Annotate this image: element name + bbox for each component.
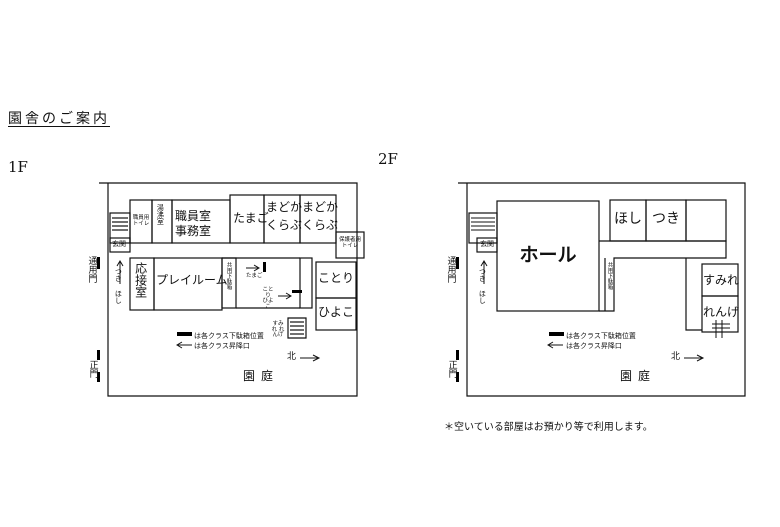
room-sumire: すみれ: [703, 273, 740, 287]
legend-entrance-text-1f: は各クラス昇降口: [194, 342, 250, 350]
legend-shoe-position-1f: は各クラス下駄箱位置: [194, 331, 264, 341]
room-kotori: ことり: [318, 271, 355, 285]
genkan-2f: 玄関: [480, 240, 494, 248]
room-staff-office: 職員室: [175, 209, 212, 223]
room-playroom: プレイルーム: [156, 273, 228, 287]
sumire-renge-entry-label: すみれ れんげ: [271, 321, 285, 338]
shared-shoe-rack-2f: 共用下駄箱: [606, 262, 613, 290]
north-label-1f: 北: [287, 352, 297, 362]
shared-shoe-rack-1f: 共用下駄箱: [225, 262, 232, 290]
side-gate-2f: 通用門: [445, 256, 456, 283]
legend-shoe-text-2f: は各クラス下駄箱位置: [566, 332, 636, 340]
legend-entrance-2f: は各クラス昇降口: [566, 341, 622, 351]
room-hall: ホール: [519, 244, 577, 266]
legend-entrance-1f: は各クラス昇降口: [194, 341, 250, 351]
room-madoka-2: まどか: [302, 200, 339, 214]
room-tsuki: つき: [652, 211, 680, 227]
room-staff-toilet: 職員用トイレ: [132, 215, 150, 227]
room-reception: 応接室: [133, 262, 148, 298]
room-tamago: たまご: [233, 211, 269, 225]
tsuki-hoshi-2f: つき ほし: [478, 268, 487, 304]
room-parent-toilet: 保護者用トイレ: [338, 237, 361, 249]
legend-shoe-position-2f: は各クラス下駄箱位置: [566, 331, 636, 341]
floor-2-walls: [458, 182, 746, 397]
room-madoka-1: まどか: [266, 200, 303, 214]
room-yuwakashi: 湯沸室: [156, 204, 165, 225]
stairs-2f: [471, 217, 730, 338]
room-kurabu-2: くらぶ: [302, 218, 339, 232]
stairs-1f-right: [290, 321, 304, 335]
floor-1-walls: [99, 182, 365, 397]
floor-2-label: 2F: [378, 150, 398, 168]
garden-label-1f: 園庭: [243, 369, 280, 383]
tsuki-hoshi-1f: つき ほし: [114, 268, 123, 304]
floor-1-arrows: [116, 260, 321, 362]
tamago-entry-label: たまご: [246, 273, 263, 279]
legend-shoe-text-1f: は各クラス下駄箱位置: [194, 332, 264, 340]
legend-entrance-text-2f: は各クラス昇降口: [566, 342, 622, 350]
floor-2-gate-marks: [456, 257, 564, 382]
floor-1-gate-marks: [97, 257, 302, 382]
side-gate-1f: 通用門: [86, 256, 97, 283]
north-label-2f: 北: [671, 352, 681, 362]
room-admin-office: 事務室: [175, 224, 212, 238]
genkan-1f: 玄関: [112, 240, 126, 248]
main-gate-2f: 正門: [446, 360, 457, 378]
floor-1-label: 1F: [8, 158, 28, 176]
room-hoshi: ほし: [614, 211, 642, 227]
floor-2-arrows: [480, 260, 705, 362]
page-title: 園舎のご案内: [8, 111, 110, 127]
kotori-hiyoko-entry-label: ことり ひよこ: [262, 287, 274, 310]
room-hiyoko: ひよこ: [318, 305, 355, 319]
room-kurabu-1: くらぶ: [266, 218, 303, 232]
room-renge: れんげ: [703, 305, 740, 319]
main-gate-1f: 正門: [87, 360, 98, 378]
usage-note: ＊空いている部屋はお預かり等で利用します。: [444, 422, 653, 433]
garden-label-2f: 園庭: [620, 369, 657, 383]
stairs-1f-left: [112, 217, 128, 231]
